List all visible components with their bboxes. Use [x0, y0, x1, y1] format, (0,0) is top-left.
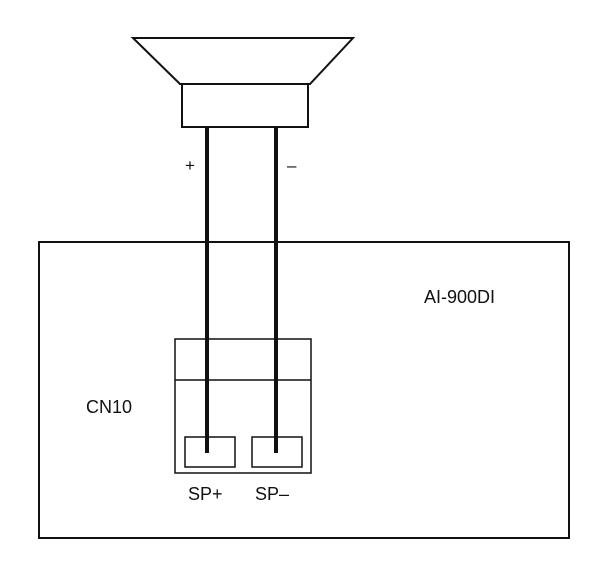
device-enclosure — [38, 241, 570, 539]
terminal-sp-plus-label: SP+ — [188, 484, 223, 504]
terminal-sp-minus-label: SP– — [255, 484, 289, 504]
speaker-body — [181, 83, 309, 128]
terminal-sp-plus-box — [184, 436, 236, 468]
connector-cn10-block — [174, 338, 312, 474]
polarity-plus-label: + — [185, 156, 195, 175]
speaker-cone — [130, 37, 356, 85]
connector-name-label: CN10 — [86, 397, 132, 417]
device-model-label: AI-900DI — [424, 287, 495, 307]
polarity-minus-label: – — [287, 156, 297, 175]
